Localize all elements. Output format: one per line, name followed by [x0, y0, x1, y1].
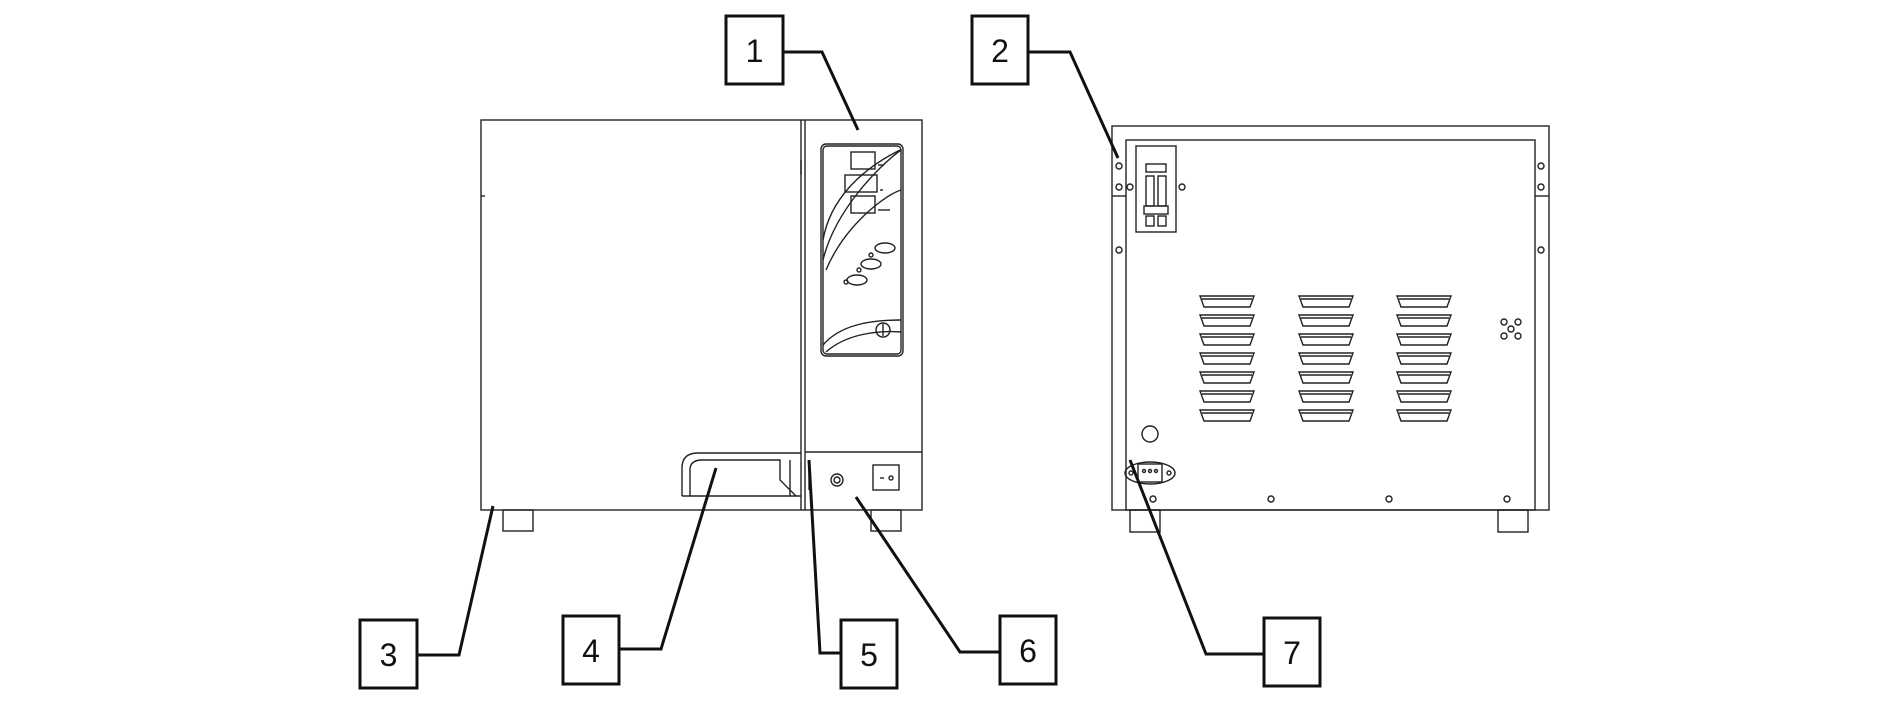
callout-label-7: 7	[1283, 635, 1301, 671]
callout-label-4: 4	[582, 633, 600, 669]
callout-1: 1	[724, 14, 785, 86]
leader-4	[620, 467, 718, 651]
vent-slat	[1396, 314, 1452, 327]
vent-slat	[1298, 333, 1354, 346]
callout-2: 2	[970, 14, 1030, 86]
power-inlet	[1124, 461, 1176, 485]
vent-slat	[1396, 409, 1452, 422]
control-panel	[820, 143, 904, 357]
callout-label-2: 2	[991, 33, 1009, 69]
callout-label-5: 5	[860, 637, 878, 673]
power-icon	[875, 322, 891, 338]
water-connector-plate	[1126, 145, 1186, 233]
callout-label-3: 3	[380, 637, 398, 673]
leader-lines	[418, 50, 1264, 657]
vent-slat	[1396, 333, 1452, 346]
drain-port	[1141, 425, 1159, 443]
front-foot-left	[502, 509, 534, 532]
rear-foot-left	[1129, 509, 1161, 533]
button-3	[846, 274, 868, 286]
leader-5	[807, 459, 841, 655]
display-window-1	[850, 151, 876, 170]
callout-3: 3	[358, 618, 419, 690]
vent-slat	[1199, 333, 1255, 346]
vent-slat	[1298, 390, 1354, 403]
vent-slat	[1199, 314, 1255, 327]
leader-6	[854, 496, 1000, 654]
callout-label-1: 1	[746, 33, 764, 69]
vent-slat	[1396, 371, 1452, 384]
callout-5: 5	[839, 618, 899, 690]
vent-slat	[1199, 371, 1255, 384]
vent-slat	[1298, 314, 1354, 327]
vent-slat	[1396, 352, 1452, 365]
leader-2	[1028, 50, 1120, 159]
vent-slat	[1199, 352, 1255, 365]
power-switch	[872, 464, 900, 491]
rear-vents	[1199, 295, 1452, 422]
display-window-3	[850, 195, 876, 214]
vent-port	[830, 473, 844, 487]
vent-slat	[1199, 409, 1255, 422]
callout-7: 7	[1262, 616, 1322, 688]
vent-slat	[1199, 390, 1255, 403]
leader-7	[1128, 459, 1264, 656]
vent-slat	[1396, 295, 1452, 308]
callout-label-6: 6	[1019, 633, 1037, 669]
door-handle	[681, 452, 801, 497]
vent-slat	[1298, 371, 1354, 384]
vent-slat	[1298, 295, 1354, 308]
vent-slat	[1199, 295, 1255, 308]
callout-4: 4	[561, 614, 621, 686]
vent-slat	[1396, 390, 1452, 403]
front-view	[480, 119, 923, 532]
front-body	[480, 119, 923, 511]
vent-slat	[1298, 352, 1354, 365]
button-1	[874, 242, 896, 254]
callout-6: 6	[998, 614, 1058, 686]
rear-foot-right	[1497, 509, 1529, 533]
vent-slat	[1298, 409, 1354, 422]
button-2	[860, 258, 882, 270]
rear-view	[1111, 125, 1550, 533]
leader-1	[784, 50, 860, 131]
leader-3	[418, 505, 495, 657]
